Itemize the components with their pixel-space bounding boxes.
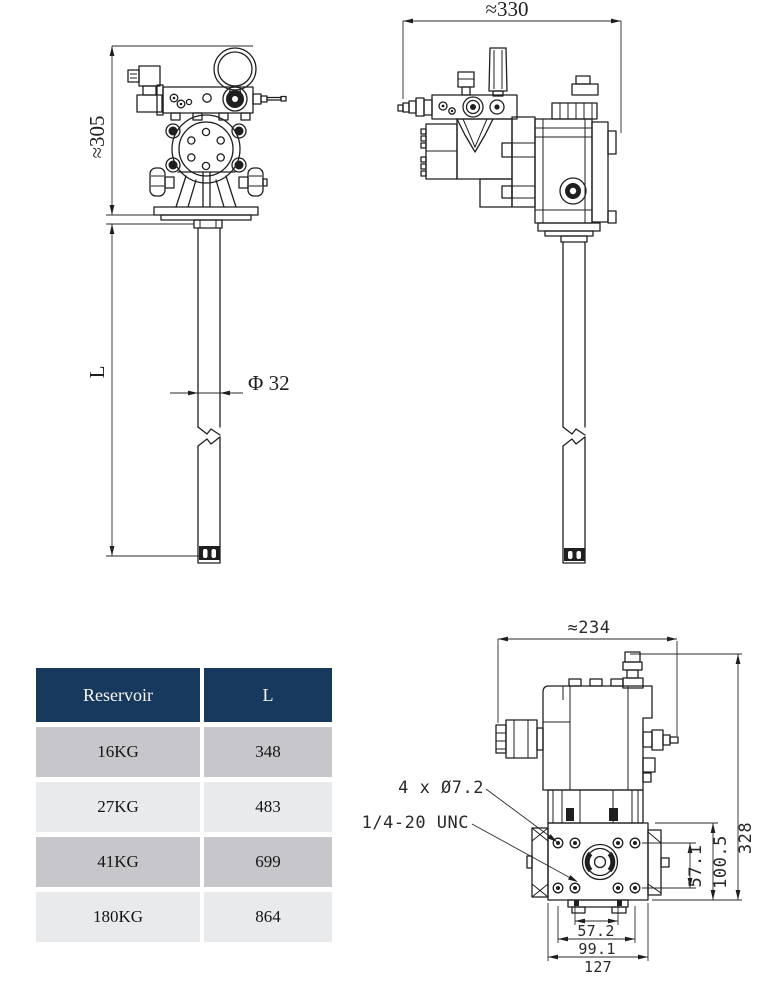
center-bore — [581, 843, 619, 881]
table-cell-length: 483 — [204, 782, 332, 832]
top-view-body — [495, 651, 679, 914]
holes-callout-label: 4 x Ø7.2 — [398, 778, 484, 798]
table-header-reservoir: Reservoir — [36, 668, 200, 722]
top-plate-width-label: 127 — [584, 958, 612, 976]
table-header-length: L — [204, 668, 332, 722]
top-width-dim-label: ≈234 — [568, 618, 611, 638]
top-view-drawing: ≈234 328 100.5 57.1 57.2 — [362, 618, 756, 976]
pump-flange — [171, 114, 241, 184]
top-overall-height-label: 328 — [736, 822, 756, 854]
pump-cylinder — [534, 118, 593, 224]
top-bolt-row-label: 57.1 — [686, 845, 706, 888]
table-cell-reservoir: 180KG — [36, 892, 200, 942]
top-plate-height-label: 100.5 — [711, 835, 731, 889]
front-view-body — [127, 47, 287, 564]
top-view-dimensions: ≈234 328 100.5 57.1 57.2 — [362, 618, 756, 976]
table-cell-length: 699 — [204, 837, 332, 887]
front-view-drawing: ≈305 L Φ 32 — [85, 45, 290, 564]
table-cell-length: 348 — [204, 727, 332, 777]
table-cell-length: 864 — [204, 892, 332, 942]
front-length-dim-label: L — [85, 366, 109, 379]
table-cell-reservoir: 41KG — [36, 837, 200, 887]
reservoir-spec-table: Reservoir L 16KG 348 27KG 483 41KG 699 1… — [36, 668, 332, 942]
side-width-dim-label: ≈330 — [485, 0, 528, 21]
top-mid-width-label: 99.1 — [578, 940, 615, 958]
air-connector — [127, 69, 140, 83]
side-view-dimensions: ≈330 — [402, 0, 622, 133]
top-bolt-col-label: 57.2 — [577, 922, 614, 940]
table-cell-reservoir: 27KG — [36, 782, 200, 832]
foot-valve — [199, 546, 220, 560]
right-knob — [247, 167, 264, 197]
front-height-dim-label: ≈305 — [85, 115, 109, 158]
front-tube-dia-label: Φ 32 — [248, 371, 290, 395]
table-cell-reservoir: 16KG — [36, 727, 200, 777]
side-view-body — [397, 47, 617, 564]
motor-body — [542, 685, 653, 791]
suction-tube — [197, 227, 221, 428]
front-view-dimensions: ≈305 L Φ 32 — [85, 45, 290, 557]
muffler — [488, 47, 508, 92]
pressure-gauge — [213, 47, 257, 91]
side-view-drawing: ≈330 — [397, 0, 622, 564]
thread-callout-label: 1/4-20 UNC — [362, 813, 469, 833]
left-knob — [149, 167, 166, 197]
